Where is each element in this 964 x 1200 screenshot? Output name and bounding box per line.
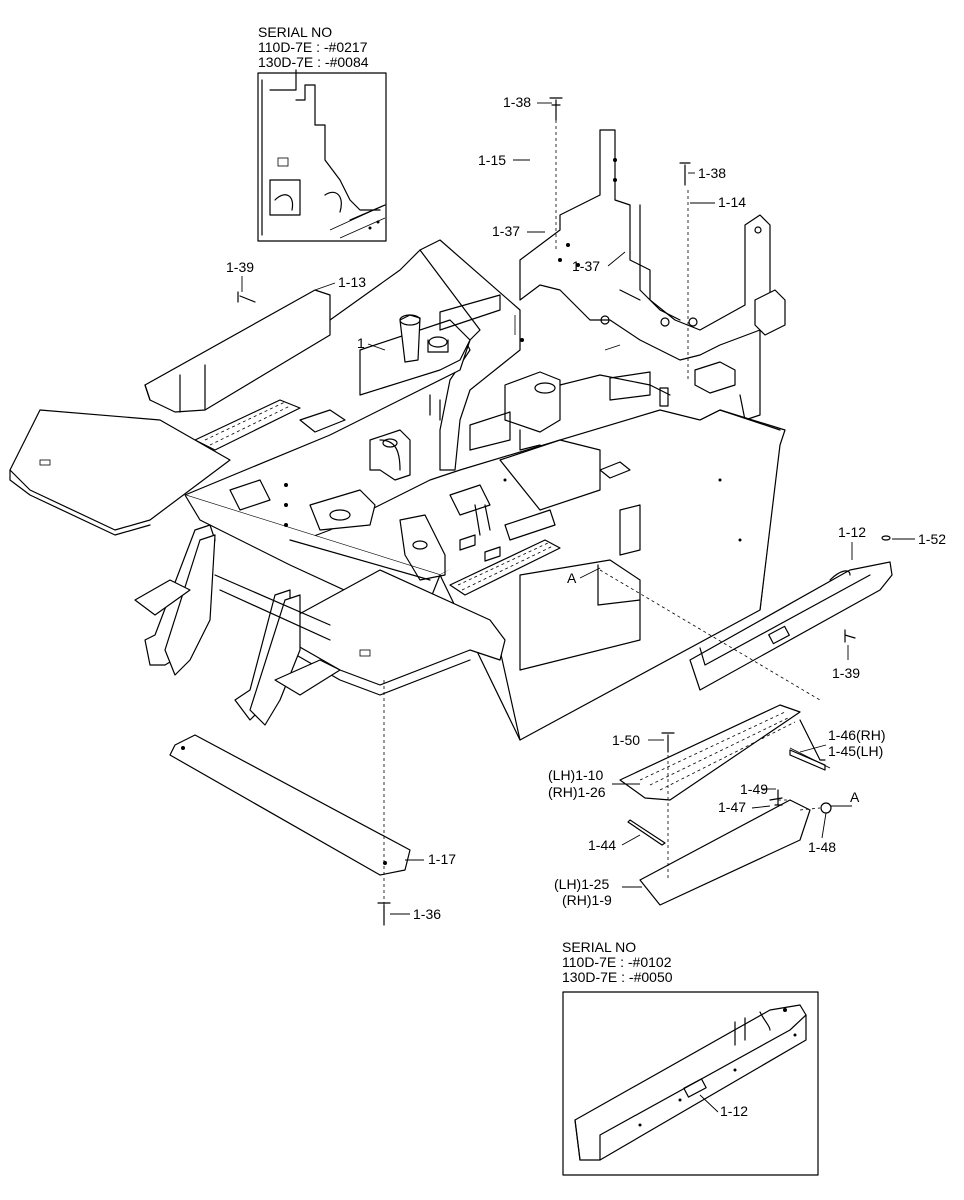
callout-1: 1	[357, 335, 365, 351]
callout-1-38: 1-38	[503, 94, 531, 110]
callout-1-25-lh: (LH)1-25	[554, 876, 609, 892]
serial-note-top: SERIAL NO 110D-7E : -#0217 130D-7E : -#0…	[258, 25, 369, 70]
callout-1-17: 1-17	[428, 851, 456, 867]
callout-1-37: 1-37	[492, 223, 520, 239]
callout-1-15: 1-15	[478, 152, 506, 168]
serial-line: 130D-7E : -#0050	[562, 969, 673, 985]
serial-heading: SERIAL NO	[258, 24, 333, 40]
callout-1-12: 1-12	[838, 524, 866, 540]
callout-1-46-rh: 1-46(RH)	[828, 727, 886, 743]
callout-1-13: 1-13	[338, 274, 366, 290]
callout-1-12-inset: 1-12	[720, 1103, 748, 1119]
callout-a-2: A	[850, 789, 860, 805]
track-legs	[134, 524, 341, 726]
assembly-lines	[383, 120, 821, 905]
callout-1-37-b: 1-37	[572, 258, 600, 274]
callout-1-52: 1-52	[918, 531, 946, 547]
callout-1-10-lh: (LH)1-10	[548, 767, 603, 783]
callout-1-45-lh: 1-45(LH)	[828, 743, 883, 759]
serial-line: 110D-7E : -#0102	[562, 954, 672, 970]
side-member-1-13	[144, 289, 331, 413]
callout-1-50: 1-50	[612, 732, 640, 748]
callout-1-39: 1-39	[226, 259, 254, 275]
callout-1-39-b: 1-39	[832, 665, 860, 681]
callout-1-48: 1-48	[808, 839, 836, 855]
callout-1-36: 1-36	[413, 906, 441, 922]
callout-1-14: 1-14	[718, 194, 746, 210]
checker-plates	[194, 399, 561, 596]
callout-a: A	[567, 570, 577, 586]
callout-1-9-rh: (RH)1-9	[562, 892, 612, 908]
inset-bottom	[562, 991, 819, 1176]
left-step-plate	[9, 409, 231, 536]
callout-1-47: 1-47	[718, 799, 746, 815]
callout-1-49: 1-49	[740, 781, 768, 797]
main-frame	[184, 249, 786, 741]
serial-line: 110D-7E : -#0217	[258, 39, 368, 55]
callout-1-38-b: 1-38	[698, 165, 726, 181]
callout-1-26-rh: (RH)1-26	[548, 784, 606, 800]
serial-line: 130D-7E : -#0084	[258, 54, 369, 70]
inset-top	[257, 69, 387, 242]
serial-heading: SERIAL NO	[562, 939, 637, 955]
step-assembly	[169, 704, 826, 906]
serial-note-bottom: SERIAL NO 110D-7E : -#0102 130D-7E : -#0…	[562, 940, 673, 985]
callouts: 1-38 1-15 1-38 1-14 1-37 1-37 1-39 1-13 …	[226, 94, 946, 1119]
side-member-1-12	[689, 561, 893, 691]
callout-1-44: 1-44	[588, 837, 616, 853]
